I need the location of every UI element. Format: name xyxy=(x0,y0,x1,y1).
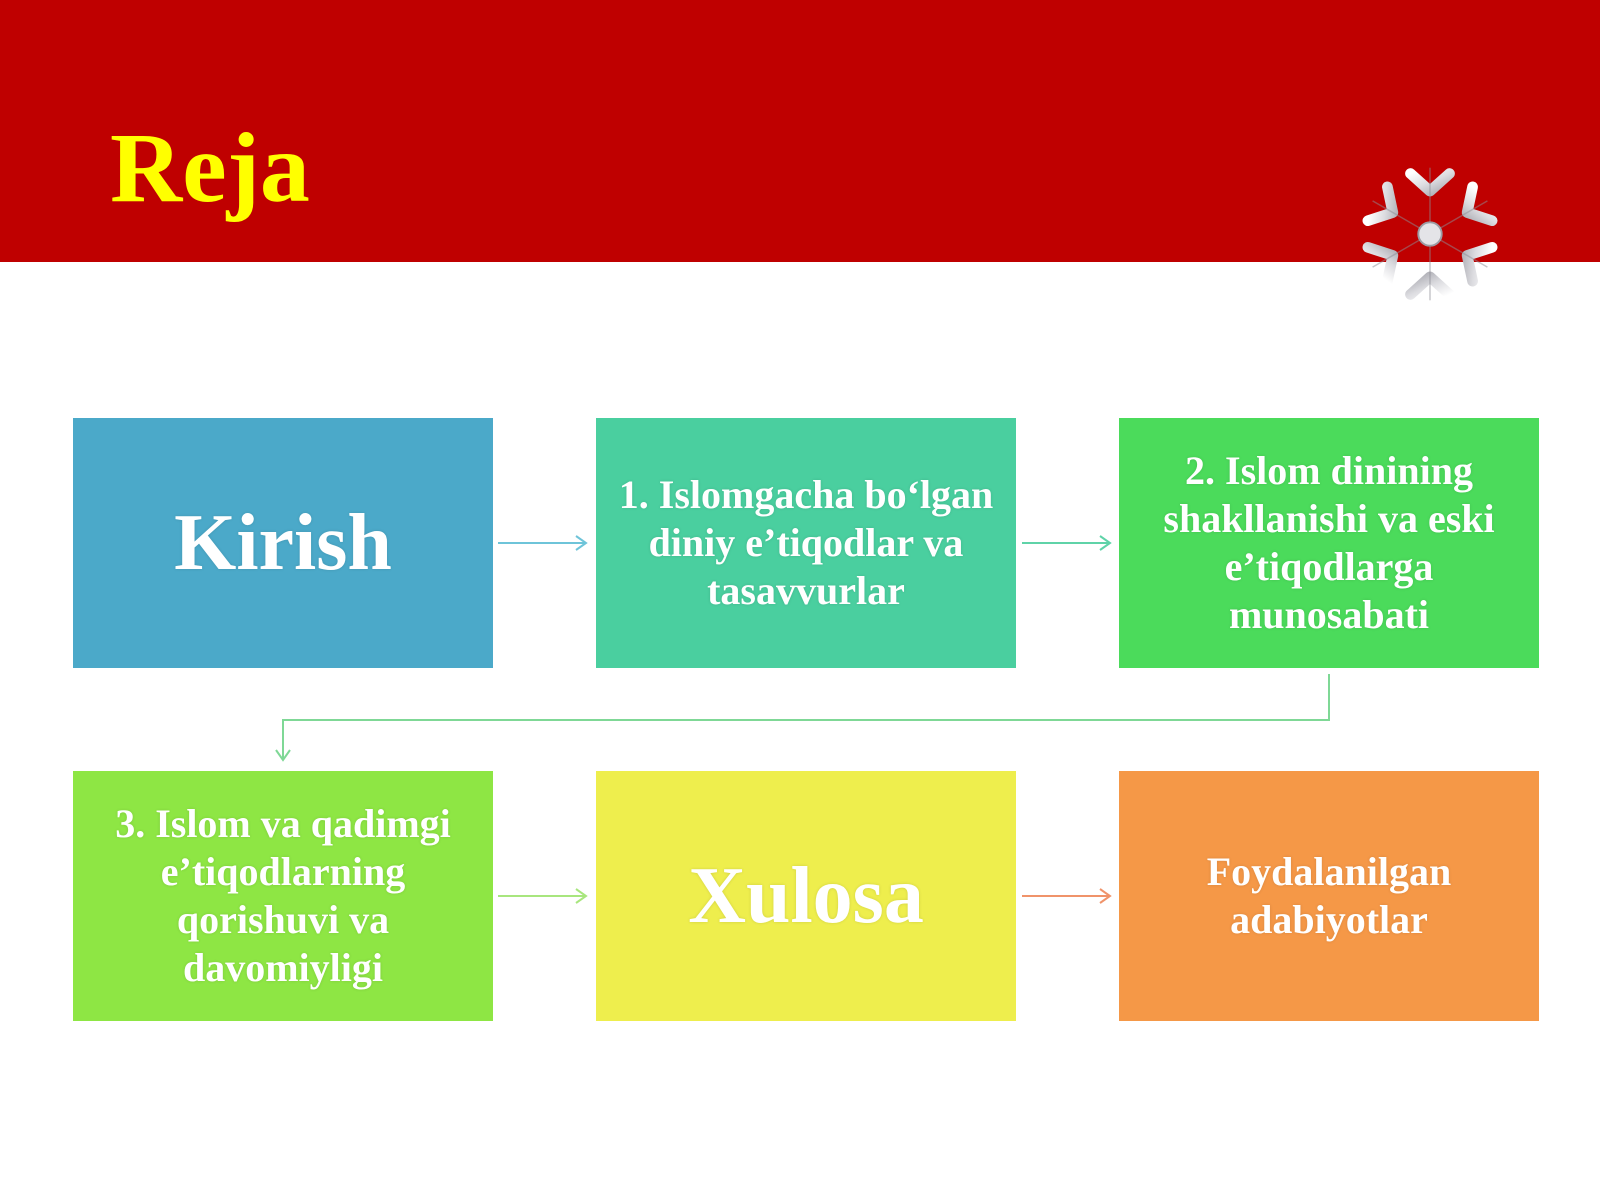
connector-step3-to-xulosa xyxy=(498,888,588,904)
step-adabiyotlar: Foydalanilgan adabiyotlar xyxy=(1119,771,1539,1021)
step-2-islom-shakllanishi: 2. Islom dinining shakllanishi va eski e… xyxy=(1119,418,1539,668)
step-3-islom-qorishuvi: 3. Islom va qadimgi e’tiqodlarning qoris… xyxy=(73,771,493,1021)
connector-step1-to-step2 xyxy=(1022,535,1112,551)
step-label: 1. Islomgacha bo‘lgan diniy e’tiqodlar v… xyxy=(618,472,994,613)
title-banner xyxy=(0,0,1600,262)
connector-step2-to-step3 xyxy=(275,674,1330,762)
slide-title: Reja xyxy=(110,112,310,223)
step-label: 2. Islom dinining shakllanishi va eski e… xyxy=(1163,448,1495,637)
step-label: Kirish xyxy=(174,498,392,587)
connector-kirish-to-step1 xyxy=(498,535,588,551)
step-kirish: Kirish xyxy=(73,418,493,668)
step-xulosa: Xulosa xyxy=(596,771,1016,1021)
step-label: Foydalanilgan adabiyotlar xyxy=(1206,849,1452,942)
snowflake-icon xyxy=(1352,156,1508,312)
step-1-islomgacha: 1. Islomgacha bo‘lgan diniy e’tiqodlar v… xyxy=(596,418,1016,668)
connector-xulosa-to-adabiyotlar xyxy=(1022,888,1112,904)
step-label: 3. Islom va qadimgi e’tiqodlarning qoris… xyxy=(115,801,451,990)
step-label: Xulosa xyxy=(688,851,924,940)
